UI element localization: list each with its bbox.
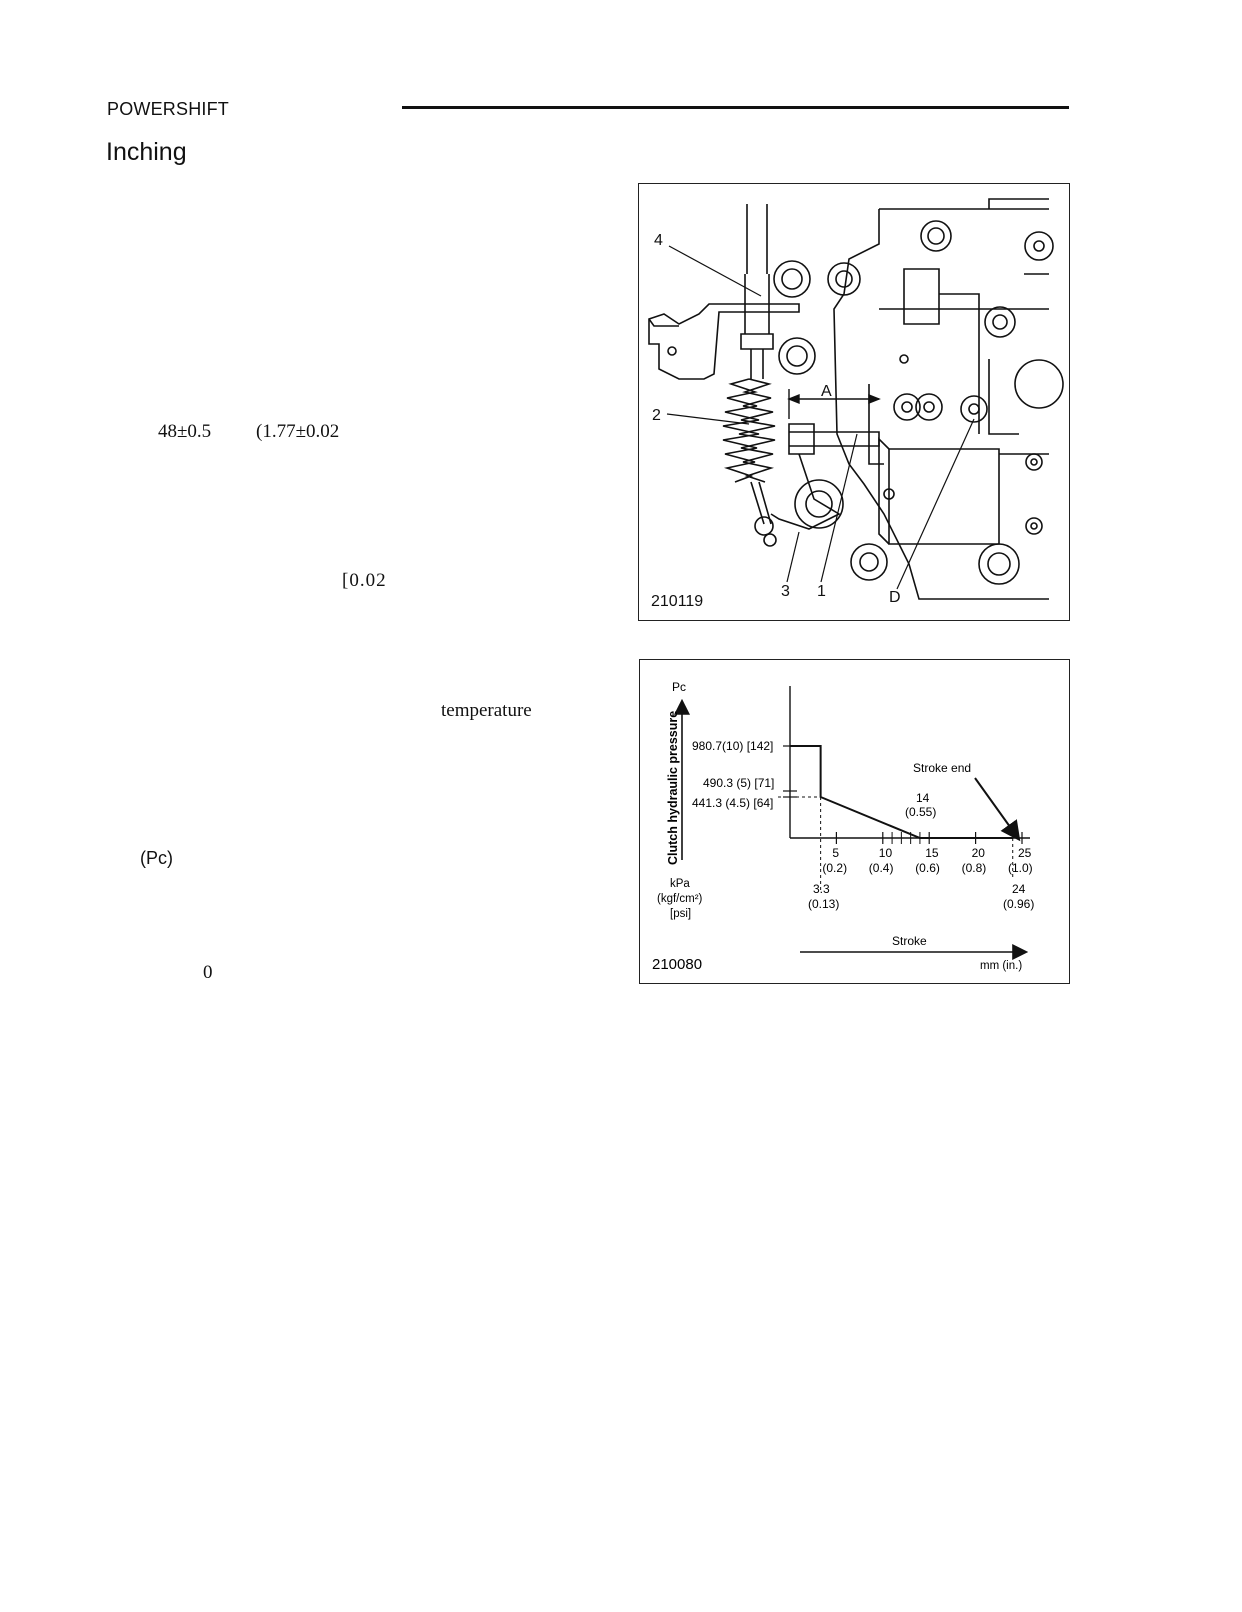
callout-a: A <box>821 383 832 400</box>
pc-text: (Pc) <box>140 848 173 868</box>
marker-14-in: (0.55) <box>905 805 936 819</box>
y-unit-psi: [psi] <box>670 908 691 920</box>
y-unit-kpa: kPa <box>670 878 690 890</box>
x-tick-label-15: 15 <box>925 846 939 860</box>
callout-1: 1 <box>817 583 826 600</box>
y-axis-label: Clutch hydraulic pressure <box>666 711 680 865</box>
x-tick-in-25: (1.0) <box>1008 861 1033 875</box>
callout-3: 3 <box>781 583 790 600</box>
marker-3-3-in: (0.13) <box>808 897 839 911</box>
zero-text: 0 <box>203 962 213 983</box>
bracket-value: [0.02 <box>342 570 387 591</box>
x-tick-in-5: (0.2) <box>822 861 847 875</box>
y-tick-label-1: 490.3 (5) [71] <box>703 776 774 790</box>
page-title: Inching <box>106 138 187 166</box>
pc-axis-label: Pc <box>672 680 686 694</box>
pressure-stroke-chart: Pc Clutch hydraulic pressure kPa (kgf/cm… <box>652 680 1034 973</box>
dimension-in: (1.77±0.02 <box>256 421 340 442</box>
x-tick-label-25: 25 <box>1018 846 1032 860</box>
section-header: POWERSHIFT <box>107 99 229 119</box>
marker-24-in: (0.96) <box>1003 897 1034 911</box>
figure-pressure-stroke-chart: Pc Clutch hydraulic pressure kPa (kgf/cm… <box>639 659 1070 984</box>
temperature-text: temperature <box>441 700 532 721</box>
callout-4: 4 <box>654 232 663 249</box>
x-tick-in-20: (0.8) <box>962 861 987 875</box>
figure1-code: 210119 <box>651 593 703 610</box>
pressure-series-line <box>790 745 1013 839</box>
x-tick-in-15: (0.6) <box>915 861 940 875</box>
x-axis-label: Stroke <box>892 934 927 948</box>
figure-inching-valve: 4 2 3 1 D A 210119 <box>638 183 1070 621</box>
callout-2: 2 <box>652 407 661 424</box>
stroke-end-arrow <box>974 777 1021 842</box>
x-tick-in-10: (0.4) <box>869 861 894 875</box>
inching-valve-drawing: 4 2 3 1 D A 210119 <box>648 198 1064 610</box>
callout-d: D <box>889 589 901 606</box>
y-tick-label-0: 980.7(10) [142] <box>692 739 773 753</box>
stroke-end-label: Stroke end <box>913 761 971 775</box>
header-rule <box>402 106 1069 109</box>
marker-3-3-mm: 3.3 <box>813 882 830 896</box>
marker-14-mm: 14 <box>916 791 930 805</box>
x-unit-label: mm (in.) <box>980 960 1022 972</box>
marker-24-mm: 24 <box>1012 882 1026 896</box>
x-tick-label-20: 20 <box>972 846 986 860</box>
y-unit-kgf: (kgf/cm²) <box>657 893 703 905</box>
x-tick-label-10: 10 <box>879 846 893 860</box>
figure2-code: 210080 <box>652 956 702 973</box>
dimension-mm: 48±0.5 <box>158 421 212 442</box>
x-tick-label-5: 5 <box>832 846 839 860</box>
y-tick-label-2: 441.3 (4.5) [64] <box>692 796 773 810</box>
